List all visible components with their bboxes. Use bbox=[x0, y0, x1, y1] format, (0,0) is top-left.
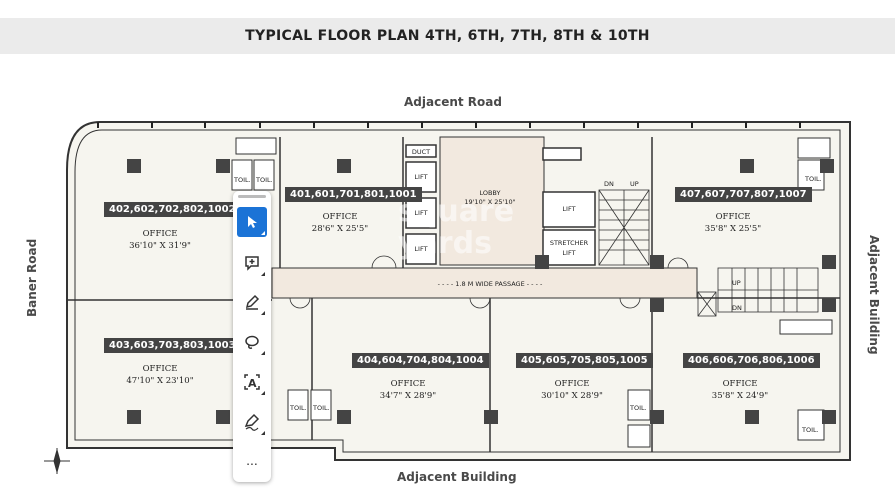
unit-tag-405: 405,605,705,805,1005 bbox=[516, 353, 653, 368]
stair-dn-1: DN bbox=[604, 180, 614, 188]
toolbar-drag-handle[interactable] bbox=[238, 195, 266, 198]
stair-up-1: UP bbox=[630, 180, 639, 188]
lobby-size: 19'10" X 25'10" bbox=[464, 198, 516, 206]
unit-name-401: OFFICE bbox=[322, 212, 358, 222]
unit-name-403: OFFICE bbox=[142, 364, 178, 374]
unit-size-403: 47'10" X 23'10" bbox=[126, 376, 194, 386]
unit-tag-402: 402,602,702,802,1002 bbox=[104, 202, 241, 217]
duct-label: DUCT bbox=[411, 148, 431, 156]
toilet-label-6: TOIL. bbox=[630, 404, 647, 412]
lasso-tool-button[interactable] bbox=[237, 327, 267, 357]
stair-up-2: UP bbox=[732, 279, 741, 287]
unit-size-402: 36'10" X 31'9" bbox=[129, 241, 191, 251]
unit-tag-407: 407,607,707,807,1007 bbox=[675, 187, 812, 202]
select-icon bbox=[248, 216, 257, 228]
unit-name-405: OFFICE bbox=[554, 379, 590, 389]
annotation-toolbar: A ... bbox=[233, 191, 271, 482]
pen-icon bbox=[245, 294, 260, 310]
lift-label-1: LIFT bbox=[414, 173, 428, 181]
unit-size-404: 34'7" X 28'9" bbox=[379, 391, 437, 401]
more-tools-button[interactable]: ... bbox=[246, 452, 258, 468]
pen-tool-button[interactable] bbox=[237, 287, 267, 317]
toilet-label-1: TOIL. bbox=[234, 176, 251, 184]
toilet-label-7: TOIL. bbox=[802, 426, 819, 434]
unit-size-406: 35'8" X 24'9" bbox=[711, 391, 769, 401]
unit-size-407: 35'8" X 25'5" bbox=[704, 224, 762, 234]
sign-tool-button[interactable] bbox=[237, 407, 267, 437]
toilet-label-4: TOIL. bbox=[290, 404, 307, 412]
stretcher-lift-label: LIFT bbox=[562, 249, 576, 257]
lobby-label: LOBBY bbox=[479, 189, 501, 197]
road-top: Adjacent Road bbox=[404, 95, 502, 109]
sign-icon bbox=[244, 413, 260, 431]
unit-tag-404: 404,604,704,804,1004 bbox=[352, 353, 489, 368]
toilet-label-3: TOIL. bbox=[805, 175, 822, 183]
toilet-label-5: TOIL. bbox=[313, 404, 330, 412]
lift-label-4: LIFT bbox=[562, 205, 576, 213]
plan-title: TYPICAL FLOOR PLAN 4TH, 6TH, 7TH, 8TH & … bbox=[245, 28, 650, 44]
stretcher-label: STRETCHER bbox=[549, 239, 589, 247]
watermark: square yards bbox=[398, 194, 515, 261]
passage-label: - - - - 1.8 M WIDE PASSAGE - - - - bbox=[437, 280, 543, 288]
unit-size-401: 28'6" X 25'5" bbox=[311, 224, 369, 234]
text-select-tool-button[interactable]: A bbox=[237, 367, 267, 397]
unit-tag-406: 406,606,706,806,1006 bbox=[683, 353, 820, 368]
unit-name-406: OFFICE bbox=[722, 379, 758, 389]
lasso-icon bbox=[245, 335, 259, 349]
unit-name-402: OFFICE bbox=[142, 229, 178, 239]
unit-name-407: OFFICE bbox=[715, 212, 751, 222]
unit-tag-403: 403,603,703,803,1003 bbox=[104, 338, 241, 353]
unit-tag-401: 401,601,701,801,1001 bbox=[285, 187, 422, 202]
unit-size-405: 30'10" X 28'9" bbox=[541, 391, 603, 401]
svg-text:A: A bbox=[248, 377, 257, 390]
lift-label-2: LIFT bbox=[414, 209, 428, 217]
lift-label-3: LIFT bbox=[414, 245, 428, 253]
add-comment-icon bbox=[245, 256, 259, 271]
text-select-icon: A bbox=[244, 374, 260, 390]
road-left: Baner Road bbox=[25, 238, 39, 317]
toilet-label-2: TOIL. bbox=[256, 176, 273, 184]
select-tool-button[interactable] bbox=[237, 207, 267, 237]
road-bottom: Adjacent Building bbox=[397, 470, 517, 484]
stair-dn-2: DN bbox=[732, 304, 742, 312]
add-comment-tool-button[interactable] bbox=[237, 248, 267, 278]
unit-name-404: OFFICE bbox=[390, 379, 426, 389]
road-right: Adjacent Building bbox=[867, 235, 881, 355]
title-bar: TYPICAL FLOOR PLAN 4TH, 6TH, 7TH, 8TH & … bbox=[0, 18, 895, 54]
